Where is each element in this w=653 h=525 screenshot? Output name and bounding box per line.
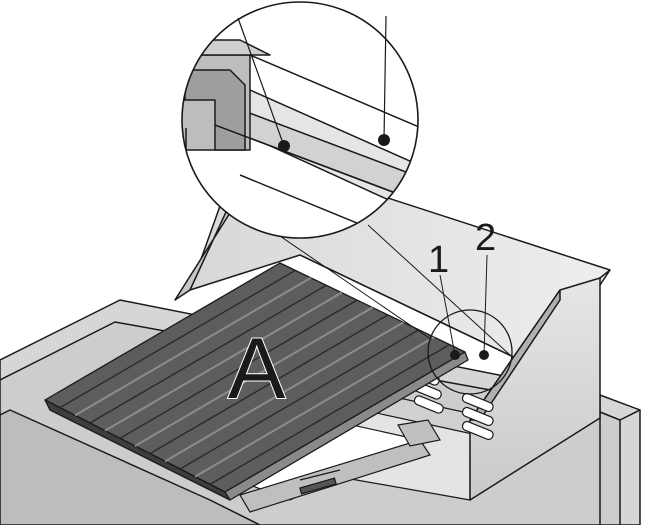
leader-1 [439,274,456,356]
grill-rib [119,299,358,439]
marker-dot-2-large [378,134,390,146]
mag-leader-1 [237,17,285,147]
label-marker-1: 1 [428,239,449,281]
grill-rib [89,284,327,424]
label-marker-2: 2 [475,217,496,259]
grill-rib [104,291,343,432]
grill-grate [44,262,469,501]
grill-rib [194,336,435,478]
grill-rib [179,329,420,470]
grill-rib [74,276,312,417]
mag-leader-2 [383,15,387,141]
vent-slots-right [461,392,494,441]
leader-2 [483,254,488,356]
grill-rib [209,343,450,485]
detail-callout-ring [427,254,513,395]
grill-rib [59,269,296,409]
grill-rib [134,306,374,447]
label-part-a: A [228,321,286,417]
grill-rib [149,314,389,455]
grill-rib [164,321,404,463]
marker-dot-1-large [278,140,290,152]
grill-ribs [59,269,450,485]
